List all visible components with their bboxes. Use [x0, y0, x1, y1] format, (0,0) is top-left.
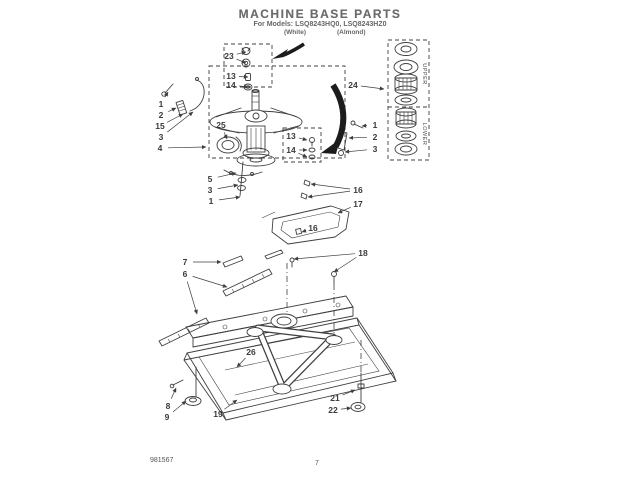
coupling-box: [387, 39, 430, 161]
callout-leader: [164, 91, 169, 98]
callout-leader: [307, 190, 351, 199]
left-hardware: [161, 77, 205, 116]
callout-label-14: 14: [286, 145, 296, 155]
pointer-arrows: [272, 42, 347, 154]
inner-fastener-box: [282, 127, 322, 163]
callout-label-3: 3: [373, 144, 378, 154]
left-leveling-foot: [169, 366, 202, 406]
callout-label-18: 18: [358, 248, 368, 258]
callout-label-3: 3: [159, 132, 164, 142]
models-line: For Models: LSQ8243HQ0, LSQ8243HZ0: [253, 21, 387, 28]
callout-leader: [192, 276, 228, 288]
callouts-layer: 2313141215342553113142412316171618762689…: [155, 50, 385, 422]
callout-leader: [238, 84, 249, 89]
callout-label-21: 21: [330, 393, 340, 403]
callout-label-6: 6: [183, 269, 188, 279]
callout-label-14: 14: [226, 80, 236, 90]
callout-label-16: 16: [308, 223, 318, 233]
page-number: 7: [315, 460, 319, 467]
callout-label-4: 4: [158, 143, 163, 153]
callout-leader: [337, 206, 351, 214]
top-fastener-stack: [241, 47, 253, 91]
callout-label-1: 1: [209, 196, 214, 206]
callout-leader: [298, 152, 308, 158]
clip: [300, 192, 308, 200]
color-label-almond: (Almond): [337, 29, 366, 36]
callout-label-22: 22: [328, 405, 338, 415]
callout-leader: [224, 399, 238, 410]
callout-leader: [170, 387, 177, 399]
platform-plate: [261, 179, 350, 245]
callout-leader: [223, 132, 228, 140]
coupling-stack: UPPER LOWER: [393, 42, 427, 156]
callout-label-8: 8: [166, 401, 171, 411]
callout-label-1: 1: [373, 120, 378, 130]
callout-leader: [236, 58, 247, 64]
suspension-channel: [185, 295, 354, 348]
callout-leader: [344, 149, 368, 154]
callout-label-24: 24: [348, 80, 358, 90]
screw: [350, 120, 356, 126]
callout-leader: [238, 74, 249, 79]
right-leveling-foot: [350, 340, 366, 412]
callout-leader: [293, 253, 356, 261]
callout-leader: [236, 50, 247, 56]
inner-fasteners: [308, 137, 316, 160]
callout-leader: [340, 406, 352, 411]
callout-label-17: 17: [353, 199, 363, 209]
callout-label-15: 15: [155, 121, 165, 131]
clip: [303, 179, 311, 187]
callout-leader: [218, 195, 241, 201]
callout-label-25: 25: [216, 120, 226, 130]
dashed-boxes: [208, 39, 430, 163]
small-black-arrow: [272, 49, 288, 59]
callout-label-13: 13: [286, 131, 296, 141]
callout-leader: [360, 85, 385, 91]
callout-leader: [168, 107, 177, 112]
callout-leader: [217, 183, 239, 189]
gearcase-assembly: [209, 89, 303, 197]
callout-label-5: 5: [208, 174, 213, 184]
clip: [338, 150, 344, 156]
callout-leader: [172, 400, 187, 413]
mount-screws: [286, 257, 337, 338]
callout-leader: [167, 144, 207, 150]
callout-leader: [310, 182, 351, 190]
spring: [175, 99, 188, 116]
document-number: 981567: [150, 457, 174, 464]
upper-label: UPPER: [421, 63, 427, 84]
callout-label-23: 23: [224, 51, 234, 61]
callout-label-16: 16: [353, 185, 363, 195]
callout-label-19: 19: [213, 409, 223, 419]
callout-leader: [333, 257, 357, 273]
callout-label-7: 7: [183, 257, 188, 267]
callout-leader: [298, 136, 308, 142]
callout-label-1: 1: [159, 99, 164, 109]
lower-label: LOWER: [421, 123, 427, 146]
callout-leader: [186, 281, 198, 315]
callout-leader: [217, 171, 237, 178]
clamp-ring: [216, 136, 240, 154]
callout-label-13: 13: [226, 71, 236, 81]
callout-label-9: 9: [165, 412, 170, 422]
callout-label-3: 3: [208, 185, 213, 195]
callout-leader: [342, 389, 356, 396]
callout-label-26: 26: [246, 347, 256, 357]
pad: [295, 227, 303, 235]
tripod-support: [246, 313, 343, 395]
page-title: MACHINE BASE PARTS: [238, 7, 402, 21]
callout-leader: [348, 135, 368, 140]
color-label-white: (White): [284, 29, 307, 36]
callout-leader: [236, 357, 246, 368]
callout-leader: [301, 228, 307, 233]
lever-rod: [189, 79, 205, 112]
large-black-arrow: [330, 83, 347, 148]
callout-label-2: 2: [373, 132, 378, 142]
callout-label-2: 2: [159, 110, 164, 120]
callout-leader: [166, 113, 184, 123]
callout-leader: [167, 111, 194, 133]
